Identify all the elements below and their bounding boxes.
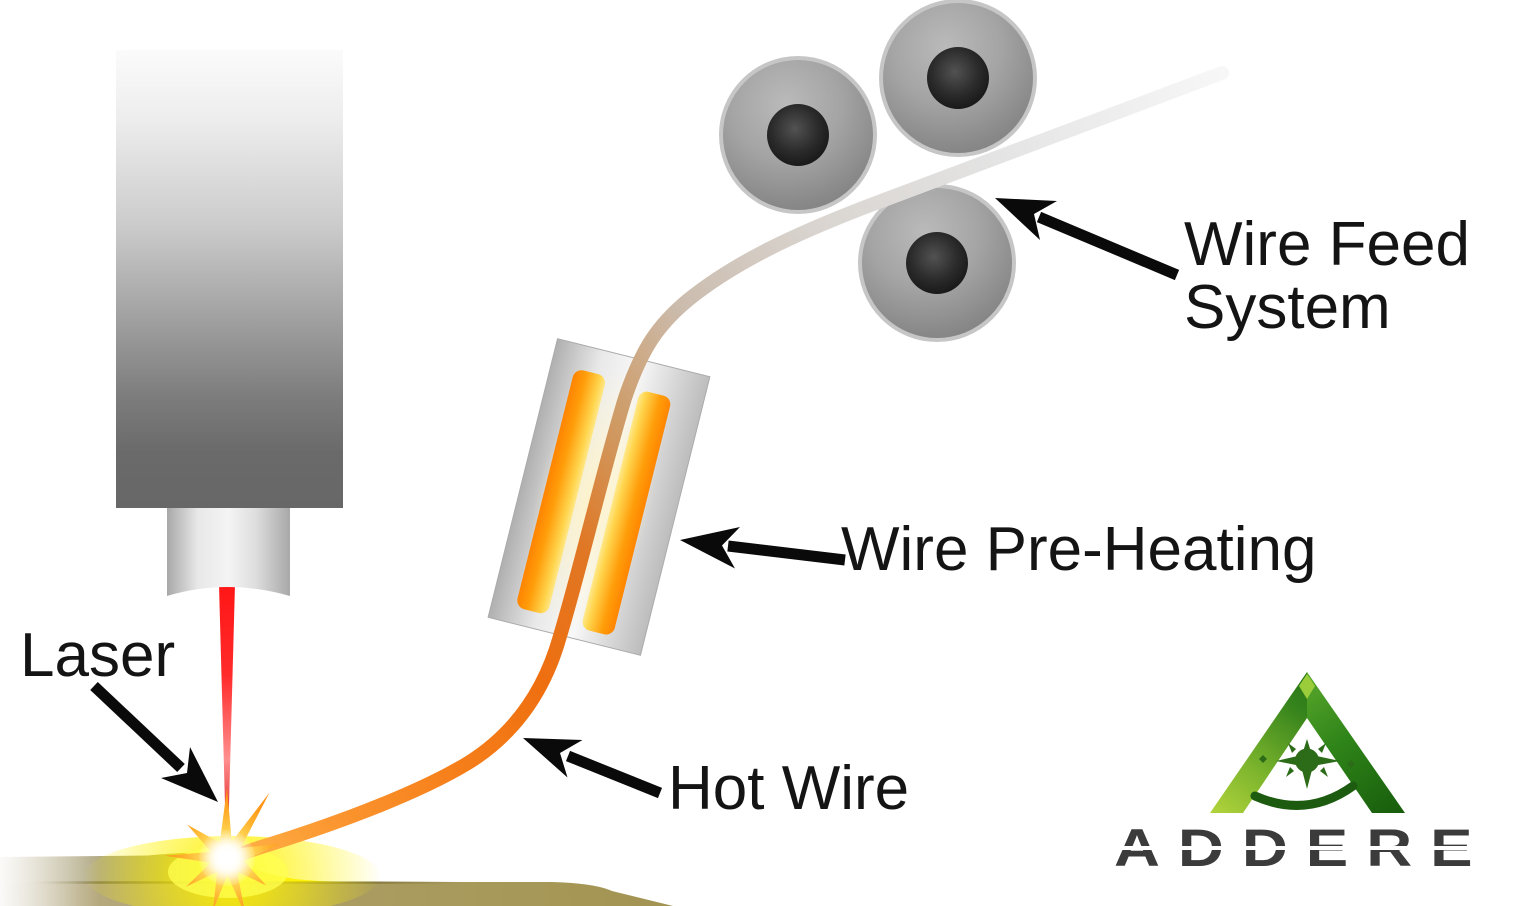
laser-beam [219, 584, 235, 842]
label-wire-feed-line2: System [1184, 273, 1391, 342]
roller-hub [927, 47, 989, 109]
spark-core [218, 849, 236, 867]
roller-bottom [858, 184, 1016, 342]
laser-head [116, 50, 343, 596]
wire-feed-arrow [995, 198, 1180, 281]
laser-arrow [90, 681, 218, 802]
roller-top-right [879, 0, 1037, 157]
label-laser: Laser [20, 621, 176, 690]
laser-nozzle [167, 508, 290, 596]
logo-triangle-right-leg [1307, 672, 1405, 813]
logo-apex-highlight [1299, 674, 1315, 699]
laser-head-body [116, 50, 343, 508]
label-hot-wire: Hot Wire [668, 754, 910, 823]
wire-feed-rollers [719, 0, 1037, 342]
logo-triangle-left-leg [1210, 672, 1307, 813]
weld-spark [165, 788, 281, 906]
logo-stencil-slit [1114, 846, 1488, 850]
feed-wire [224, 66, 1229, 864]
logo-arc-swoosh [1250, 781, 1358, 810]
label-wire-feed-system: Wire Feed System [1184, 213, 1470, 339]
roller-hub [906, 232, 968, 294]
roller-hub [767, 104, 829, 166]
roller-left [719, 56, 877, 214]
substrate [0, 836, 673, 906]
substrate-left-fade [0, 848, 100, 906]
logo-compass-star [1259, 739, 1355, 789]
label-wire-pre-heating: Wire Pre-Heating [841, 515, 1317, 584]
heater-element-left [517, 370, 606, 614]
addere-logo-icon [1210, 672, 1405, 813]
wire-pre-heating-arrow [680, 527, 846, 569]
label-wire-feed-line1: Wire Feed [1184, 210, 1470, 279]
annotation-arrows [90, 198, 1180, 802]
heater-element-right [582, 391, 671, 635]
hot-wire-arrow [523, 738, 663, 799]
